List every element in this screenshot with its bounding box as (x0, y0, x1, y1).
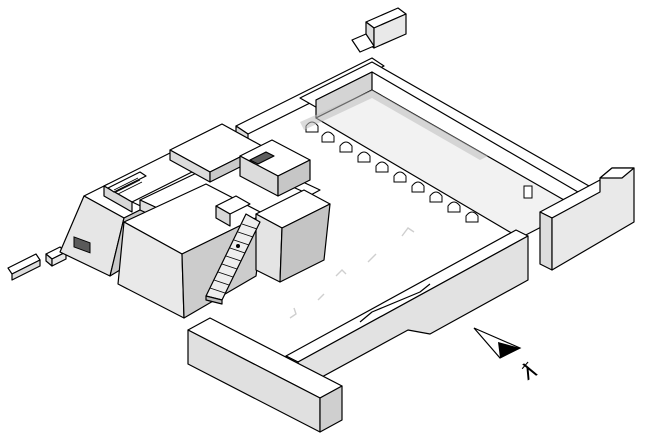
colonnade-arches (305, 121, 479, 223)
courtyard-path-marks (289, 227, 415, 319)
north-arrow-icon: ƛ (473, 327, 542, 386)
staircase (205, 213, 261, 305)
east-wall (523, 167, 635, 271)
southwest-wall (187, 317, 343, 433)
main-keep (103, 123, 331, 319)
courtyard-enclosure (299, 61, 597, 239)
compass-letter: ƛ (518, 358, 542, 386)
left-wall-fragment (7, 246, 67, 281)
northeast-tower-stub (351, 7, 407, 53)
